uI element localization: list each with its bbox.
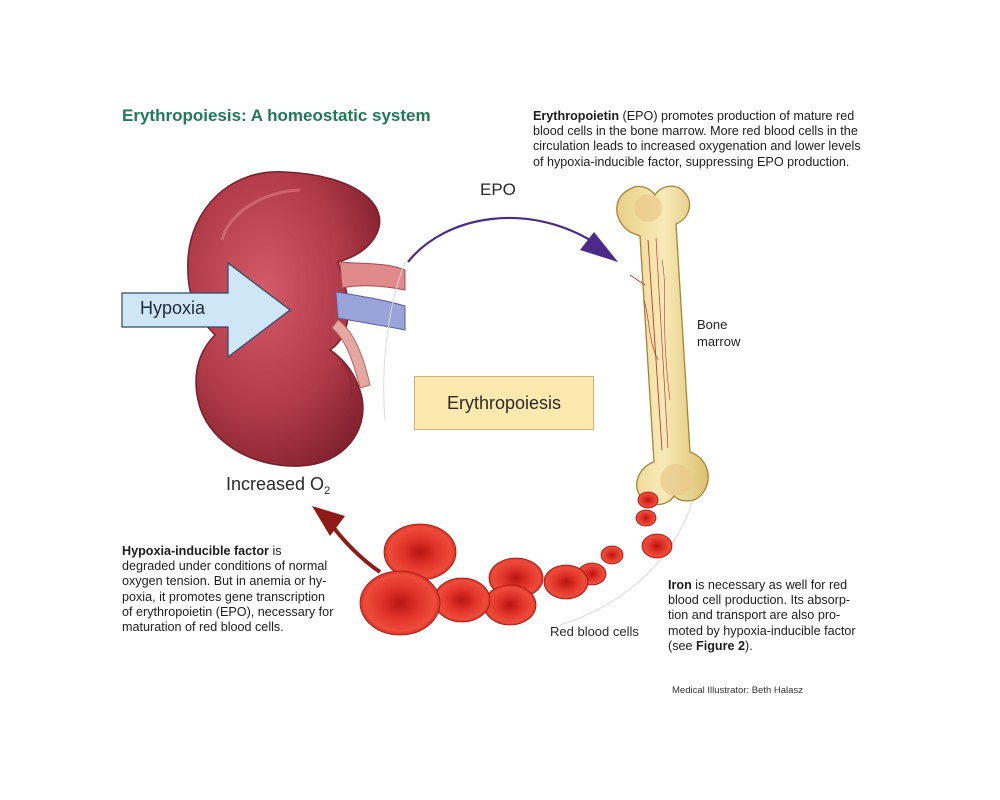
note-hif-line-5: of erythropoietin (EPO), necessary for	[122, 604, 334, 619]
note-hif-line-3: oxygen tension. But in anemia or hy-	[122, 574, 327, 589]
note-iron-tail: ).	[745, 638, 753, 653]
note-epo-line-3: circulation leads to increased oxygenati…	[533, 139, 861, 154]
red-blood-cells	[359, 491, 673, 636]
erythropoiesis-box: Erythropoiesis	[414, 376, 594, 430]
bone-marrow-label: Bone marrow	[697, 316, 757, 350]
epo-arrow	[407, 216, 599, 263]
rbc	[483, 584, 537, 626]
bone-marrow-label-line-2: marrow	[697, 334, 741, 349]
cycle-arc-left	[383, 261, 406, 421]
note-iron-bold: Iron	[668, 578, 692, 592]
note-hif-line-2: degraded under conditions of normal	[122, 559, 328, 574]
rbc	[543, 564, 589, 600]
epo-label: EPO	[480, 180, 516, 199]
note-iron-figure-ref: Figure 2	[696, 638, 745, 653]
note-hif-line-1: is	[268, 544, 282, 558]
hypoxia-arrow	[121, 261, 291, 359]
note-iron: Iron is necessary as well for red blood …	[668, 578, 878, 654]
increased-o2-label: Increased O2	[226, 474, 330, 497]
erythropoiesis-label: Erythropoiesis	[446, 392, 562, 413]
note-epo-line-4: of hypoxia-inducible factor, suppressing…	[533, 154, 850, 169]
note-epo-line-1: (EPO) promotes production of mature red	[619, 109, 855, 123]
note-epo-line-2: blood cells in the bone marrow. More red…	[533, 124, 858, 139]
bone-illustration	[616, 185, 709, 506]
note-erythropoietin: Erythropoietin (EPO) promotes production…	[533, 109, 883, 170]
rbc	[635, 509, 657, 527]
illustrator-credit: Medical Illustrator: Beth Halasz	[672, 685, 803, 696]
rbc	[637, 491, 659, 509]
diagram-title: Erythropoiesis: A homeostatic system	[122, 106, 431, 125]
note-iron-line-5: (see	[668, 638, 696, 653]
note-iron-line-3: tion and transport are also pro-	[668, 608, 841, 623]
note-hypoxia-inducible-factor: Hypoxia-inducible factor is degraded und…	[122, 544, 358, 635]
rbc	[641, 533, 673, 559]
rbc	[600, 545, 624, 565]
bone-marrow-label-line-1: Bone	[697, 317, 728, 332]
hypoxia-label: Hypoxia	[140, 298, 206, 318]
increased-o2-subscript: 2	[324, 485, 331, 497]
note-iron-line-2: blood cell production. Its absorp-	[668, 593, 851, 608]
rbc	[359, 570, 441, 636]
increased-o2-text: Increased O	[226, 474, 325, 494]
note-hif-line-6: maturation of red blood cells.	[122, 620, 284, 635]
o2-arrowhead	[312, 506, 345, 536]
note-hif-line-4: poxia, it promotes gene transcription	[122, 589, 326, 604]
note-hif-bold: Hypoxia-inducible factor	[122, 544, 269, 558]
red-blood-cells-label: Red blood cells	[550, 624, 639, 639]
note-iron-line-1: is necessary as well for red	[691, 578, 848, 592]
note-iron-line-4: moted by hypoxia-inducible factor	[668, 623, 856, 638]
rbc	[433, 577, 491, 623]
kidney-illustration	[187, 171, 406, 467]
note-epo-bold: Erythropoietin	[533, 109, 620, 123]
epo-arrowhead	[580, 232, 618, 262]
